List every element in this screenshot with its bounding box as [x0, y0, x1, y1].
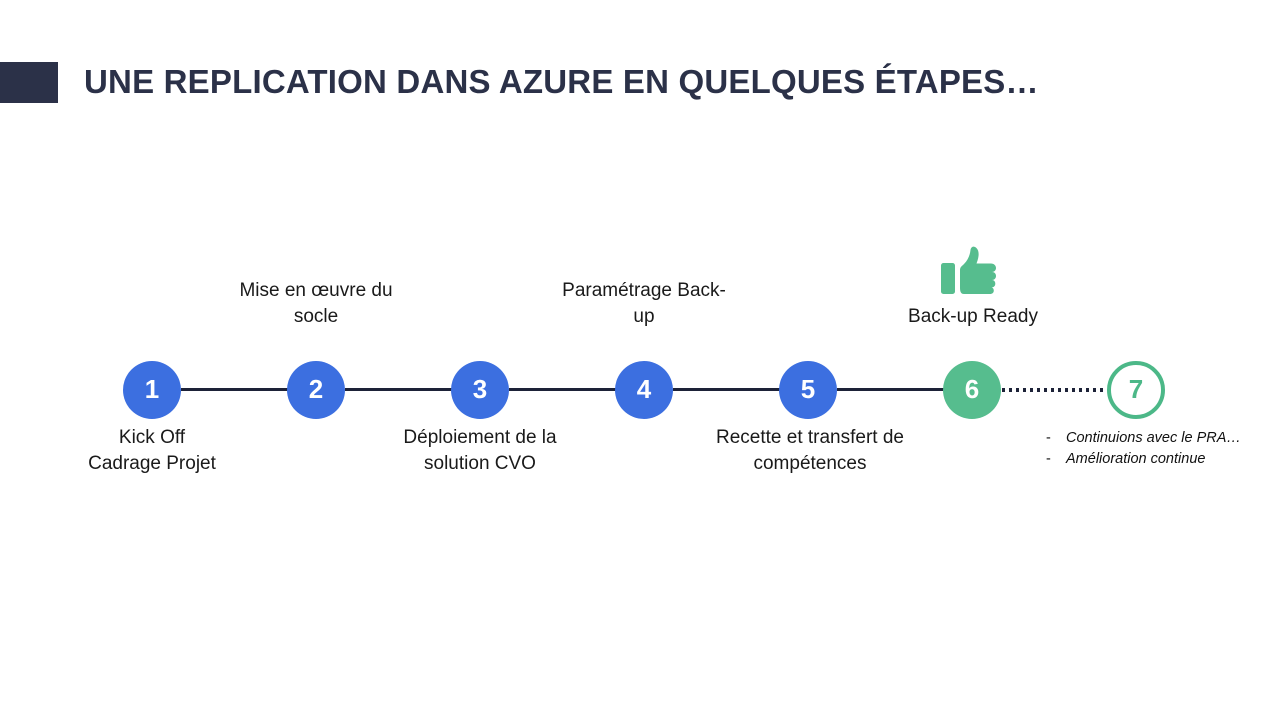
timeline-node-1-number: 1 — [144, 374, 160, 404]
page-title: UNE REPLICATION DANS AZURE EN QUELQUES É… — [84, 63, 1039, 100]
step-label-3: Déploiement de la solution CVO — [375, 425, 585, 477]
step-label-4: Paramétrage Back- up — [539, 278, 749, 330]
timeline-node-4-number: 4 — [636, 374, 652, 404]
step-label-2-line1: Mise en œuvre du — [239, 280, 393, 301]
final-notes-list: - Continuions avec le PRA… - Amélioratio… — [1046, 428, 1278, 470]
step-label-3-line2: solution CVO — [424, 453, 536, 474]
final-note-text-2: Amélioration continue — [1066, 451, 1206, 467]
connector-5-6 — [837, 388, 972, 391]
title-accent-block — [0, 62, 58, 103]
step-label-1-line1: Kick Off — [118, 427, 186, 448]
final-note-bullet-2: - — [1046, 451, 1051, 467]
final-note-item-1: - Continuions avec le PRA… — [1046, 428, 1278, 449]
step-label-6-line1: Back-up Ready — [908, 306, 1038, 327]
step-label-1-line2: Cadrage Projet — [88, 453, 216, 474]
timeline-node-6[interactable]: 6 — [943, 361, 1001, 419]
timeline-node-2[interactable]: 2 — [287, 361, 345, 419]
timeline-node-1[interactable]: 1 — [123, 361, 181, 419]
timeline-node-3[interactable]: 3 — [451, 361, 509, 419]
step-label-5-line2: compétences — [753, 453, 867, 474]
timeline-node-5[interactable]: 5 — [779, 361, 837, 419]
final-note-text-1: Continuions avec le PRA… — [1066, 430, 1241, 446]
step-label-5: Recette et transfert de compétences — [690, 425, 930, 477]
thumbs-up-icon — [941, 246, 1003, 298]
step-label-2: Mise en œuvre du socle — [206, 278, 426, 330]
final-note-bullet-1: - — [1046, 430, 1051, 446]
timeline-node-7-number: 7 — [1128, 374, 1144, 404]
step-label-4-line2: up — [633, 306, 655, 327]
final-note-item-2: - Amélioration continue — [1046, 449, 1278, 470]
connector-3-4 — [509, 388, 644, 391]
step-label-4-line1: Paramétrage Back- — [562, 280, 726, 301]
step-label-5-line1: Recette et transfert de — [716, 427, 904, 448]
timeline-node-7[interactable]: 7 — [1107, 361, 1165, 419]
connector-4-5 — [673, 388, 808, 391]
step-label-2-line2: socle — [293, 306, 339, 327]
connector-6-7-dotted — [1002, 388, 1106, 392]
timeline-node-2-number: 2 — [308, 374, 324, 404]
timeline-node-3-number: 3 — [472, 374, 488, 404]
timeline-node-5-number: 5 — [800, 374, 816, 404]
connector-1-2 — [181, 388, 316, 391]
timeline-node-6-number: 6 — [964, 374, 980, 404]
step-label-3-line1: Déploiement de la — [403, 427, 557, 448]
step-label-6: Back-up Ready — [873, 304, 1073, 330]
connector-2-3 — [345, 388, 480, 391]
step-label-1: Kick Off Cadrage Projet — [52, 425, 252, 477]
timeline-node-4[interactable]: 4 — [615, 361, 673, 419]
